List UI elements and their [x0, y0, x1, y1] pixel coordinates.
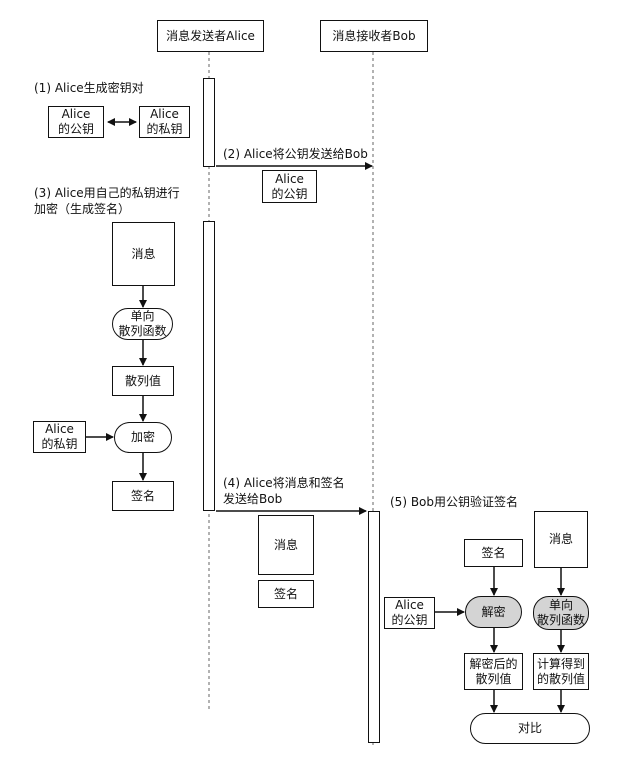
step-5-label: (5) Bob用公钥验证签名 [390, 495, 519, 509]
hash-function: 单向 散列函数 [112, 308, 173, 340]
step-4-label: (4) Alice将消息和签名 发送给Bob [223, 476, 345, 506]
bob-public-key: Alice 的公钥 [384, 597, 435, 629]
encrypt-step: 加密 [114, 422, 172, 453]
bob-activation [368, 511, 380, 743]
alice-activation-1 [203, 78, 215, 167]
hash-value: 散列值 [112, 366, 174, 396]
computed-hash-value: 计算得到 的散列值 [533, 653, 589, 690]
decrypted-hash-value: 解密后的 散列值 [464, 653, 523, 690]
alice-public-key: Alice 的公钥 [48, 106, 104, 138]
step-1-label: (1) Alice生成密钥对 [34, 81, 144, 95]
sent-message: 消息 [258, 515, 314, 575]
step-2-label: (2) Alice将公钥发送给Bob [223, 147, 368, 161]
actor-bob: 消息接收者Bob [320, 20, 428, 52]
actor-alice-label: 消息发送者Alice [166, 28, 255, 43]
decrypt-step: 解密 [465, 596, 522, 628]
bob-message: 消息 [534, 511, 588, 568]
alice-private-key: Alice 的私钥 [139, 106, 190, 138]
actor-alice: 消息发送者Alice [157, 20, 264, 52]
sent-public-key: Alice 的公钥 [262, 170, 317, 203]
private-key-input: Alice 的私钥 [33, 421, 86, 453]
bob-signature: 签名 [464, 539, 523, 567]
compare-step: 对比 [470, 713, 590, 744]
step-3-label: (3) Alice用自己的私钥进行 加密（生成签名） [34, 186, 180, 216]
actor-bob-label: 消息接收者Bob [332, 28, 416, 43]
message-box: 消息 [112, 222, 175, 286]
bob-hash-function: 单向 散列函数 [533, 596, 589, 630]
signature-box: 签名 [112, 481, 174, 511]
alice-activation-2 [203, 221, 215, 511]
sent-signature: 签名 [258, 580, 314, 608]
